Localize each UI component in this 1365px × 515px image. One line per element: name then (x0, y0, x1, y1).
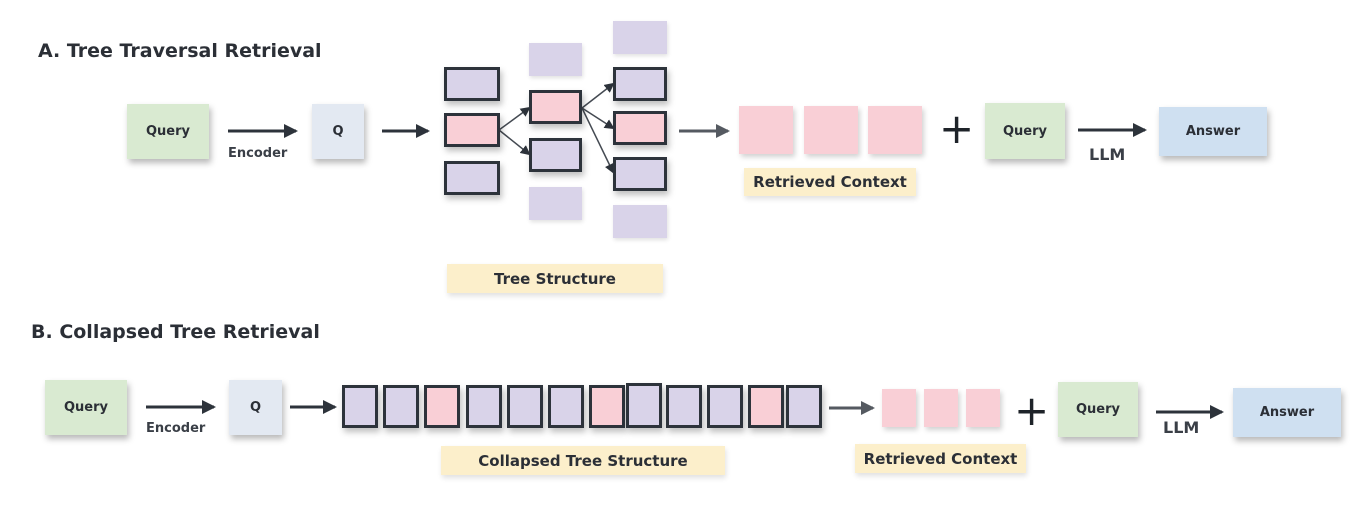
tree-node-leaf-3 (613, 157, 667, 191)
tree-node-leaf-faded-top (613, 21, 667, 54)
collapsed-node-10 (707, 385, 743, 428)
answer-box-b: Answer (1233, 388, 1341, 437)
query-label-a: Query (145, 124, 190, 139)
retrieved-chunk-a-3 (868, 106, 922, 154)
collapsed-node-7-selected (589, 385, 625, 428)
retrieved-context-caption-b: Retrieved Context (855, 444, 1026, 473)
collapsed-node-11-selected (748, 385, 784, 428)
collapsed-node-9 (666, 385, 702, 428)
query-box-b: Query (45, 380, 127, 435)
query2-label-a: Query (1002, 123, 1047, 139)
section-a-title: A. Tree Traversal Retrieval (38, 40, 322, 62)
tree-node-mid-selected (529, 90, 582, 124)
tree-edge-mid-to-leaf-1 (581, 82, 615, 109)
tree-node-leaf-2-selected (613, 111, 667, 145)
collapsed-node-5 (507, 385, 543, 428)
collapsed-node-6 (548, 385, 584, 428)
collapsed-node-3-selected (424, 385, 460, 428)
tree-structure-caption: Tree Structure (447, 264, 663, 293)
retrieved-chunk-a-1 (739, 106, 793, 154)
collapsed-node-4 (466, 385, 502, 428)
retrieved-context-caption-a: Retrieved Context (744, 168, 916, 196)
tree-edge-root-to-mid-top (498, 106, 531, 131)
tree-node-leaf-1 (613, 67, 667, 101)
tree-node-mid-faded-bottom (529, 187, 582, 220)
tree-node-mid-bottom (529, 138, 582, 172)
llm-label-b: LLM (1163, 418, 1200, 437)
plus-sign-b: + (1014, 386, 1050, 435)
tree-node-root-1 (444, 67, 500, 101)
query2-label-b: Query (1075, 402, 1120, 417)
retrieved-chunk-b-2 (924, 389, 958, 427)
q-label-a: Q (332, 124, 344, 139)
tree-node-root-2-selected (444, 113, 500, 147)
tree-node-mid-faded-top (529, 43, 582, 76)
answer-label-b: Answer (1259, 405, 1315, 420)
q-box-b: Q (229, 380, 282, 435)
section-b-title: B. Collapsed Tree Retrieval (31, 321, 320, 343)
tree-edge-mid-to-leaf-3 (581, 107, 615, 174)
q-label-b: Q (249, 400, 262, 415)
tree-node-root-3 (444, 161, 500, 195)
tree-node-leaf-faded-bottom (613, 205, 667, 238)
retrieved-chunk-b-1 (882, 389, 916, 427)
query-box-b-2: Query (1058, 382, 1138, 437)
encoder-label-b: Encoder (146, 421, 206, 436)
collapsed-node-1 (342, 385, 378, 428)
answer-box-a: Answer (1159, 107, 1267, 156)
collapsed-node-12 (786, 385, 822, 428)
tree-edge-root-to-mid-bottom (498, 129, 531, 156)
retrieved-chunk-a-2 (804, 106, 858, 154)
llm-label-a: LLM (1089, 145, 1126, 164)
collapsed-node-2 (383, 385, 419, 428)
tree-edge-mid-to-leaf-2 (581, 107, 615, 130)
collapsed-tree-caption: Collapsed Tree Structure (441, 446, 725, 475)
plus-sign-a: + (939, 104, 975, 153)
query-box-a-2: Query (985, 103, 1065, 159)
collapsed-node-8 (626, 383, 662, 428)
encoder-label-a: Encoder (228, 146, 288, 161)
query-label-b: Query (63, 400, 108, 415)
q-box-a: Q (312, 104, 364, 159)
retrieved-chunk-b-3 (966, 389, 1000, 427)
query-box-a: Query (127, 104, 209, 159)
answer-label-a: Answer (1185, 124, 1241, 139)
